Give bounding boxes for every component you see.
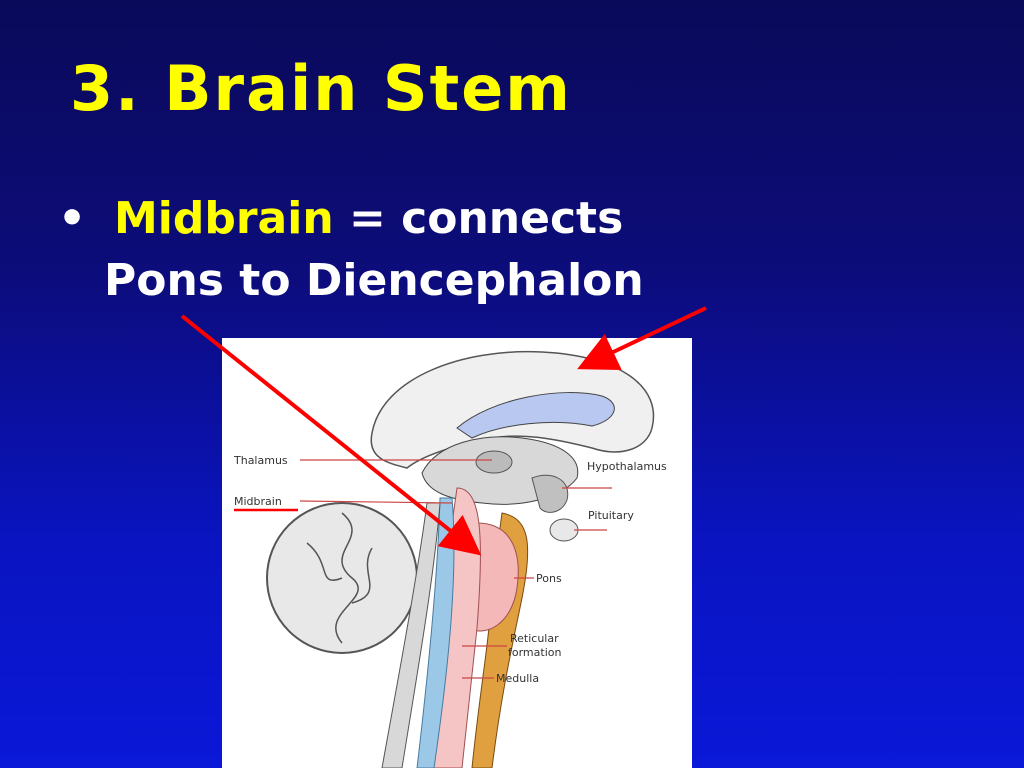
label-thalamus: Thalamus [233,454,288,467]
label-reticular-1: Reticular [510,632,559,645]
bullet-line-1: • Midbrain = connects [58,188,644,250]
spinal-canal-blue [416,497,455,768]
brain-diagram: Thalamus Midbrain Hypothalamus Pituitary… [222,338,692,768]
leader-midbrain [299,500,453,504]
bullet-line-2: Pons to Diencephalon [104,255,644,306]
pituitary-gland [549,518,579,542]
corpus-callosum [456,392,615,439]
bullet-block: • Midbrain = connects Pons to Diencephalo… [58,188,644,312]
bullet-term-midbrain: Midbrain [114,193,334,244]
brain-diagram-svg: Thalamus Midbrain Hypothalamus Pituitary… [233,350,667,768]
label-hypothalamus: Hypothalamus [587,460,667,473]
bullet-marker: • [58,193,87,244]
label-pons: Pons [536,572,562,585]
label-pituitary: Pituitary [588,509,634,522]
hypothalamus-shape [531,474,569,513]
label-midbrain: Midbrain [234,495,282,508]
label-reticular-2: formation [508,646,561,659]
thalamus-oval [475,450,513,474]
bullet-text-connects: = connects [333,193,624,244]
slide-title: 3. Brain Stem [70,52,572,125]
label-medulla: Medulla [496,672,539,685]
brainstem-back [381,502,441,768]
